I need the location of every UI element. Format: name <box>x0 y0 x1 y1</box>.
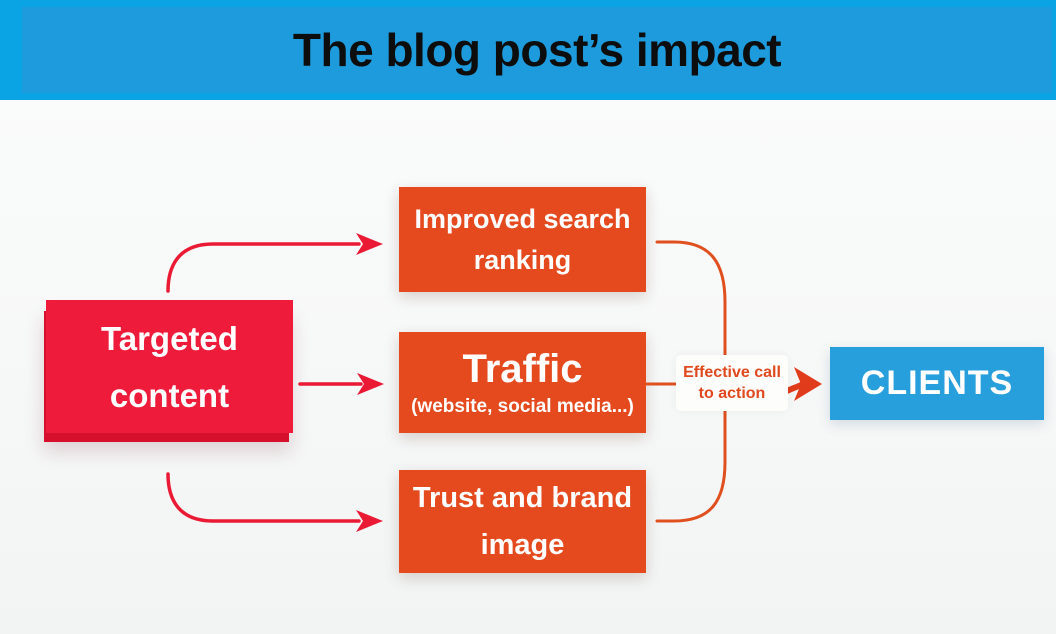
arrow-to-search-ranking <box>166 242 361 293</box>
cta-arrow <box>784 367 822 401</box>
page-title: The blog post’s impact <box>292 24 782 76</box>
traffic-sublabel: (website, social media...) <box>411 395 634 417</box>
brand-image-box: Trust and brand image <box>399 470 646 573</box>
cta-arrowhead <box>794 367 822 401</box>
clients-label: CLIENTS <box>860 364 1014 402</box>
targeted-content-label: Targeted content <box>101 319 238 414</box>
cta-arrow-tail <box>784 382 804 394</box>
header-panel: The blog post’s impact <box>22 7 1052 93</box>
traffic-label: Traffic <box>462 346 583 391</box>
arrow-to-brand-image <box>166 472 361 523</box>
brand-image-label: Trust and brand image <box>412 481 633 561</box>
arrowhead-bottom <box>356 510 383 532</box>
search-ranking-box: Improved search ranking <box>399 187 646 292</box>
cta-label-text: Effective call to action <box>683 364 781 402</box>
cta-label: Effective call to action <box>676 355 788 411</box>
arrowhead-middle <box>357 373 384 395</box>
targeted-content-box: Targeted content <box>46 300 293 433</box>
red-arrowheads-group <box>356 233 384 532</box>
search-ranking-label: Improved search ranking <box>414 203 631 275</box>
header-band: The blog post’s impact <box>0 0 1056 100</box>
arrowhead-top <box>356 233 383 255</box>
clients-box: CLIENTS <box>830 347 1044 420</box>
traffic-box: Traffic (website, social media...) <box>399 332 646 433</box>
